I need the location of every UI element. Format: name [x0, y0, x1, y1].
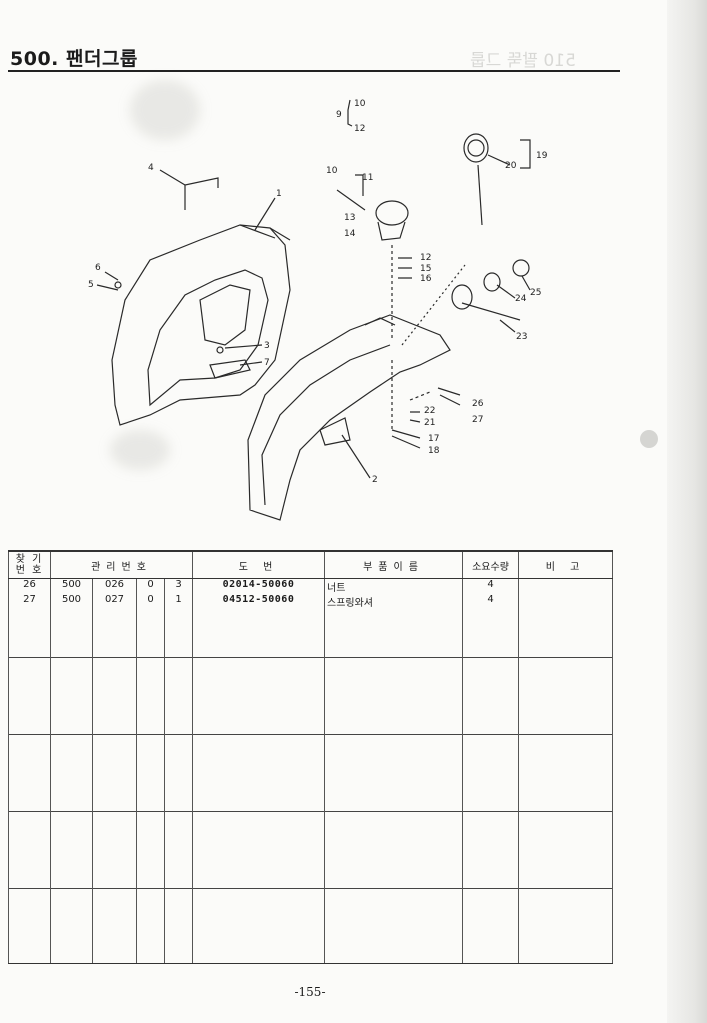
callout-14: 14	[344, 229, 356, 239]
right-fender-outline	[247, 314, 451, 521]
table-blank-block	[8, 811, 613, 889]
callout-25: 25	[530, 288, 541, 298]
col-drawing-no: 도 번	[192, 550, 325, 579]
page-edge-shadow	[667, 0, 707, 1023]
callout-4: 4	[148, 163, 154, 173]
callout-6: 6	[95, 263, 101, 273]
paper-stain	[110, 430, 170, 470]
exploded-parts-diagram: 4 1 6 5 3 7 2 9 10 12 10 11 13 14 12 15 …	[88, 99, 548, 521]
paper-stain	[130, 80, 200, 140]
col-remarks: 비 고	[518, 550, 613, 579]
callout-19: 19	[536, 151, 548, 161]
table-blank-row	[8, 609, 613, 658]
callout-9: 9	[336, 110, 342, 120]
callout-12b: 12	[420, 253, 431, 263]
callout-21: 21	[424, 418, 435, 428]
table-row: 27 500 027 0 1 04512-50060 스프링와셔 4	[8, 594, 613, 609]
callout-18: 18	[428, 446, 440, 456]
callout-13: 13	[344, 213, 355, 223]
callout-26: 26	[472, 399, 484, 409]
left-fender-outline	[111, 224, 291, 426]
callout-10a: 10	[354, 99, 366, 109]
callout-15: 15	[420, 264, 431, 274]
callout-11: 11	[362, 173, 373, 183]
callout-20: 20	[505, 161, 517, 171]
bleed-through-text: 510 팔뚝 그룹	[470, 51, 576, 71]
callout-labels: 4 1 6 5 3 7 2 9 10 12 10 11 13 14 12 15 …	[88, 99, 548, 485]
callout-1: 1	[276, 189, 282, 199]
binding-hole	[640, 430, 658, 448]
callout-16: 16	[420, 274, 432, 284]
col-part-name: 부품이름	[324, 550, 463, 579]
callout-7: 7	[264, 358, 270, 368]
col-qty: 소요수량	[462, 550, 519, 579]
callout-2: 2	[372, 475, 378, 485]
page-title: 500. 팬더그룹	[10, 48, 138, 70]
callout-3: 3	[264, 341, 270, 351]
callout-5: 5	[88, 280, 94, 290]
table-blank-block	[8, 657, 613, 735]
callout-27: 27	[472, 415, 483, 425]
callout-10b: 10	[326, 166, 338, 176]
callout-12a: 12	[354, 124, 365, 134]
callout-24: 24	[515, 294, 527, 304]
callout-23: 23	[516, 332, 527, 342]
table-blank-block	[8, 734, 613, 812]
col-mgmt-no: 관리번호	[50, 550, 193, 579]
table-blank-block	[8, 888, 613, 964]
callout-22: 22	[424, 406, 435, 416]
table-row: 26 500 026 0 3 02014-50060 너트 4	[8, 578, 613, 594]
title-rule	[8, 70, 620, 72]
page-number: -155-	[294, 985, 326, 999]
callout-17: 17	[428, 434, 439, 444]
